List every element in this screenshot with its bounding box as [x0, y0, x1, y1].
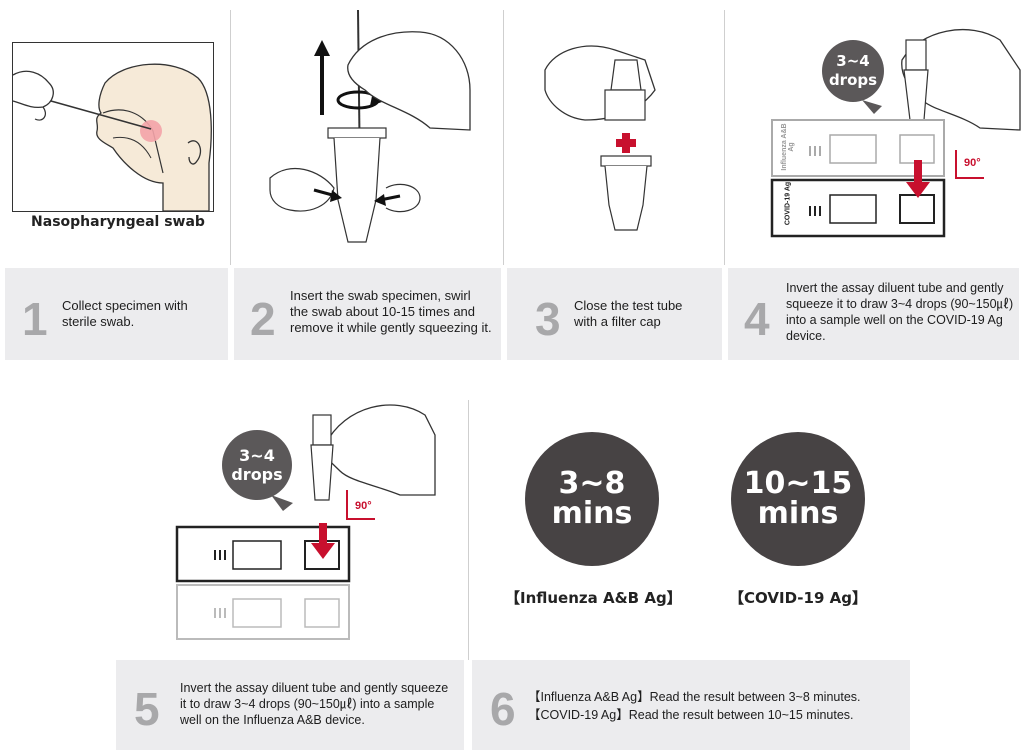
step-number-6: 6	[490, 683, 516, 735]
bubble-line1: 3~4	[239, 446, 275, 465]
step-text-3: Close the test tube with a filter cap	[574, 298, 683, 329]
timer-circle-covid: 10~15 mins	[731, 432, 865, 566]
timer-label-covid: 【COVID-19 Ag】	[729, 589, 867, 607]
step3-illustration	[544, 45, 656, 231]
panel1-caption: Nasopharyngeal swab	[31, 214, 205, 230]
step-box-3	[507, 268, 722, 360]
step-text-6-line1: 【Influenza A&B Ag】Read the result betwee…	[528, 690, 861, 704]
angle-label: 90°	[964, 157, 981, 169]
nasal-swab-illustration	[12, 63, 212, 212]
step-text-1: Collect specimen with sterile swab.	[62, 298, 188, 329]
step-box-5	[116, 660, 464, 750]
bubble-line2: drops	[231, 465, 283, 484]
divider	[230, 10, 231, 265]
step-number-5: 5	[134, 683, 160, 735]
step1-illustration	[12, 42, 214, 212]
step-box-1	[5, 268, 228, 360]
divider	[724, 10, 725, 265]
timer-label-influenza: 【Influenza A&B Ag】	[505, 589, 682, 607]
step-number-4: 4	[744, 293, 770, 345]
step-box-4	[728, 268, 1019, 360]
step2-illustration	[269, 9, 471, 243]
step-text-2: Insert the swab specimen, swirl the swab…	[290, 288, 492, 335]
timer-value: 10~15	[743, 466, 853, 501]
step-box-2	[234, 268, 501, 360]
timer-unit: mins	[757, 496, 839, 531]
step-box-6	[472, 660, 910, 750]
step4-illustration: 90°	[770, 28, 1021, 238]
divider	[468, 400, 469, 660]
step5-illustration: 90°	[175, 404, 436, 640]
step-text-6-line2: 【COVID-19 Ag】Read the result between 10~…	[528, 708, 854, 722]
drops-bubble: 3~4 drops	[222, 430, 292, 500]
step-text-4: Invert the assay diluent tube and gently…	[786, 281, 1014, 343]
angle-label: 90°	[355, 500, 372, 512]
drops-bubble: 3~4 drops	[822, 40, 884, 102]
device-label-flu: Influenza A&B Ag	[781, 123, 795, 171]
step-number-1: 1	[22, 293, 48, 345]
step-number-2: 2	[250, 293, 276, 345]
divider	[503, 10, 504, 265]
timer-circle-influenza: 3~8 mins	[525, 432, 659, 566]
timer-value: 3~8	[558, 466, 626, 501]
bubble-line2: drops	[828, 71, 878, 89]
timer-unit: mins	[551, 496, 633, 531]
step-text-5: Invert the assay diluent tube and gently…	[180, 681, 449, 727]
device-label-covid: COVID-19 Ag	[784, 181, 792, 226]
step-number-3: 3	[535, 293, 561, 345]
bubble-line1: 3~4	[836, 52, 870, 70]
